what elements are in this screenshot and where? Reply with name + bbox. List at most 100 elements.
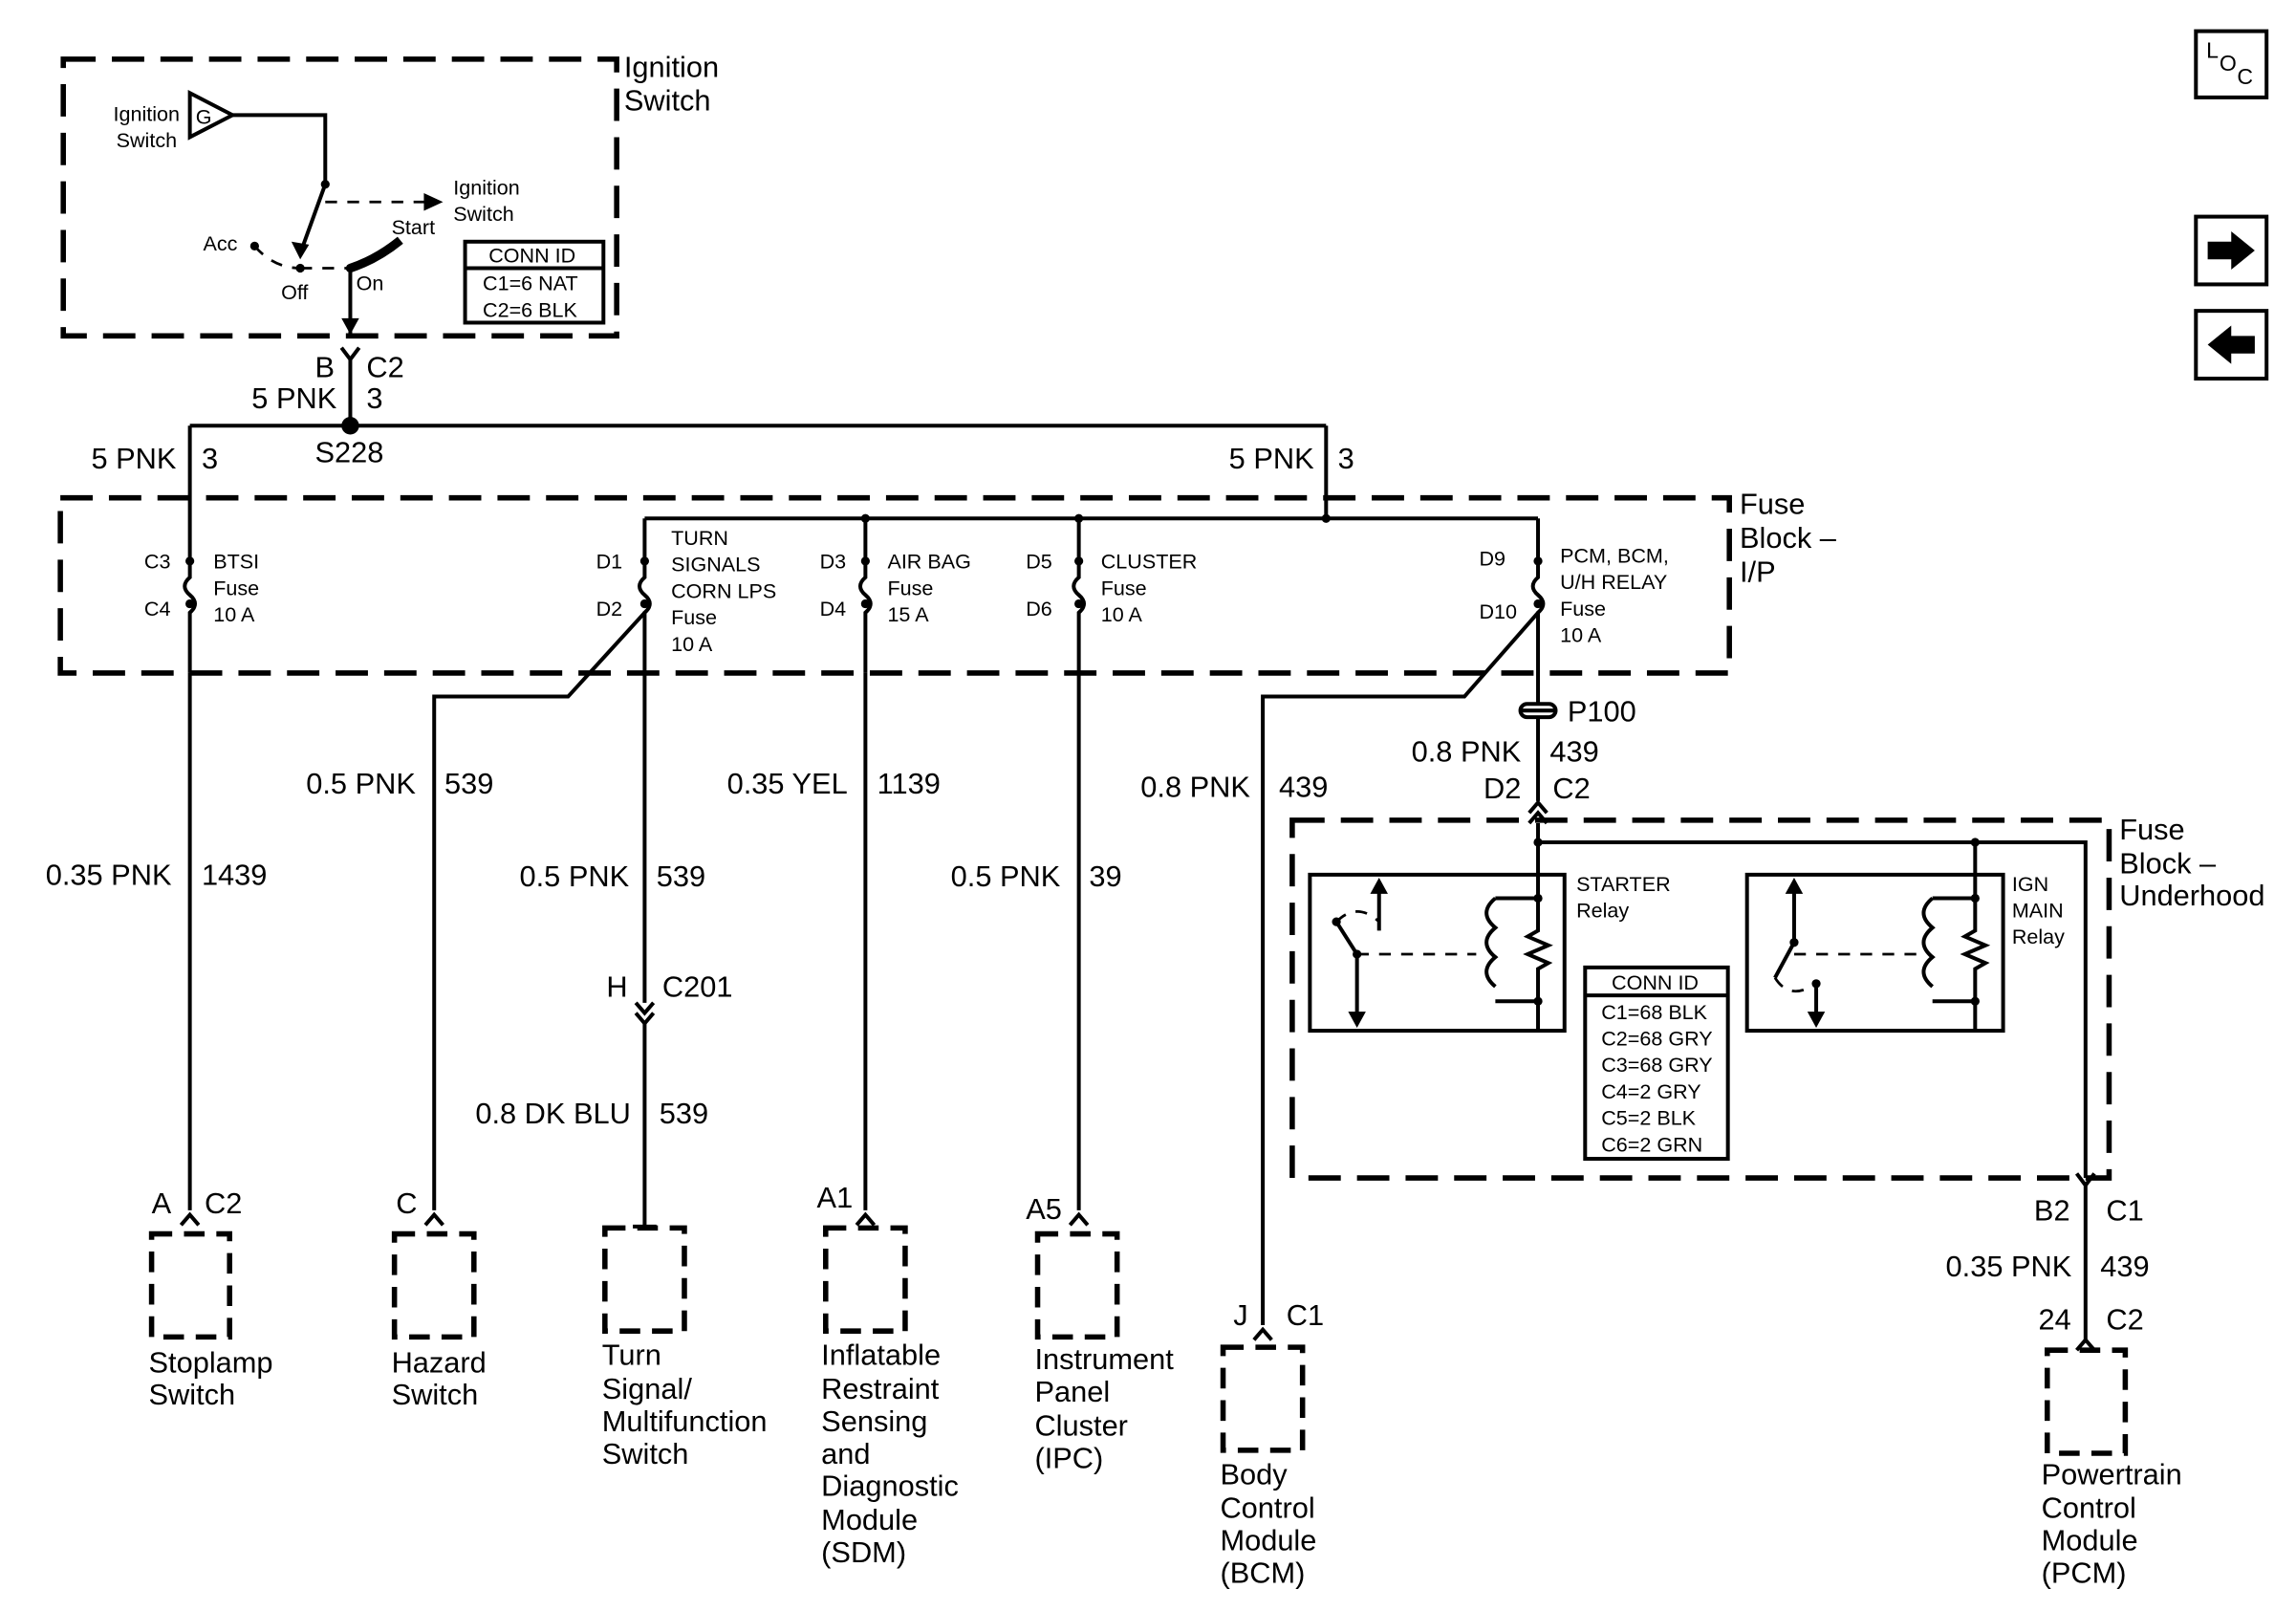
fuse-airbag-name-1: AIR BAG: [887, 550, 970, 574]
loc-button-frame[interactable]: [2194, 29, 2269, 99]
hazard-name-2: Switch: [392, 1378, 479, 1411]
loc-label-main: L: [2206, 37, 2219, 62]
s228-label: S228: [315, 436, 384, 469]
hazard-connector-icon: [423, 1211, 444, 1227]
bcm-name-2: Control: [1220, 1491, 1314, 1525]
starter-relay: STARTER Relay: [1308, 872, 1671, 1034]
fuse-cluster-name-3: 10 A: [1101, 602, 1143, 626]
pcm-name-1: Powertrain: [2042, 1457, 2182, 1491]
ignition-source-triangle-icon: [187, 89, 237, 141]
loc-button[interactable]: L O C: [2194, 29, 2269, 99]
fuse-block-ip-label-1: Fuse: [1740, 488, 1805, 521]
ignition-arrow-label-1: Ignition: [453, 176, 519, 200]
ign-relay-contact-arc: [1773, 976, 1817, 992]
hazard-switch: C Hazard Switch: [392, 1186, 487, 1411]
bcm-connector-icon: [1252, 1326, 1273, 1341]
fuse-airbag-name-2: Fuse: [887, 576, 933, 599]
underhood-conn-id-4: C4=2 GRY: [1601, 1079, 1700, 1103]
loc-label-sub1: O: [2220, 51, 2237, 76]
pcm-wire-label: 0.35 PNK: [1946, 1250, 2072, 1283]
ipc-name-2: Panel: [1034, 1375, 1110, 1408]
fuse-btsi-out: C4: [144, 597, 171, 620]
starter-relay-bottom-arrowhead-icon: [1348, 1012, 1366, 1029]
starter-relay-box: [1308, 872, 1567, 1034]
ign-relay-resistor-icon: [1960, 898, 1991, 1002]
hazard-wire-label: 0.5 PNK: [306, 767, 416, 800]
ign-relay-contact-blade: [1773, 941, 1796, 979]
ign-relay-coil-dot-bottom: [1970, 996, 1980, 1006]
fuse-cluster: D5 D6 CLUSTER Fuse 10 A: [1026, 518, 1197, 673]
underhood-internal-bus: [1536, 822, 2088, 1179]
fuse-airbag-out-dot: [860, 599, 870, 609]
prev-page-button[interactable]: [2194, 309, 2269, 381]
sdm-body: [823, 1225, 908, 1334]
fuse-turn-name-5: 10 A: [671, 632, 713, 656]
fuse-block-underhood-boundary: [1289, 817, 2112, 1181]
main-feed-section: B C2 5 PNK 3 S228 5 PNK 3 5 PNK 3: [91, 346, 1354, 561]
p100-wire-circuit: 439: [1549, 734, 1598, 768]
underhood-conn-id-6: C6=2 GRN: [1601, 1132, 1702, 1156]
pcm-name-4: (PCM): [2042, 1556, 2127, 1589]
turn-lower-wire-circuit: 539: [660, 1097, 708, 1130]
hazard-body: [391, 1230, 477, 1340]
underhood-out-connector-icon: [2074, 1172, 2096, 1340]
ign-relay-label-1: IGN: [2012, 872, 2048, 896]
pcm-conn: C2: [2106, 1303, 2143, 1337]
fuse-cluster-in-dot: [1074, 556, 1084, 566]
underhood-bus-junction-1: [1533, 838, 1543, 847]
ipc-pin: A5: [1026, 1192, 1062, 1226]
pcm-module: 24 C2 Powertrain Control Module (PCM): [2039, 1303, 2182, 1590]
turn-signal-body: [602, 1225, 687, 1334]
fuse-cluster-in: D5: [1026, 550, 1052, 574]
fuse-block-ip-label-3: I/P: [1740, 555, 1776, 588]
bcm-name-4: (BCM): [1220, 1556, 1305, 1589]
ignition-switch-boundary: [60, 56, 619, 339]
start-contact-segment: [348, 236, 403, 272]
ignition-source-label-2: Switch: [117, 128, 177, 152]
acc-off-arc: [253, 245, 301, 270]
fuse-block-ip-label-2: Block –: [1740, 521, 1837, 555]
fuse-pcm-in-dot: [1533, 556, 1543, 566]
pos-start-label: Start: [392, 215, 436, 239]
hazard-name-1: Hazard: [392, 1345, 487, 1379]
turn-signal-name-4: Switch: [602, 1437, 689, 1470]
underhood-conn-id-1: C1=68 BLK: [1601, 1000, 1707, 1024]
underhood-out-pin: B2: [2034, 1194, 2070, 1228]
ign-relay-top-arrowhead-icon: [1785, 877, 1804, 894]
underhood-out-conn: C1: [2106, 1194, 2143, 1228]
ipc-name-3: Cluster: [1034, 1409, 1128, 1443]
ignition-conn-id-title: CONN ID: [488, 243, 575, 267]
c2-connector-symbol-icon: [339, 346, 361, 363]
right-feed-wire: 5 PNK: [1229, 442, 1314, 475]
stoplamp-body: [148, 1230, 232, 1340]
stoplamp-name-1: Stoplamp: [149, 1345, 273, 1379]
fuse-turn-name-1: TURN: [671, 526, 728, 550]
next-page-button[interactable]: [2194, 214, 2269, 287]
fuse-turn-in: D1: [596, 550, 623, 574]
stoplamp-wire-circuit: 1439: [202, 859, 267, 892]
hazard-wire-circuit: 539: [444, 767, 493, 800]
fuse-btsi-in: C3: [144, 550, 171, 574]
stoplamp-connector-icon: [179, 1211, 201, 1227]
fuse-cluster-out-dot: [1074, 599, 1084, 609]
sdm-name-1: Inflatable: [821, 1339, 941, 1372]
fuse-btsi-name-1: BTSI: [213, 550, 259, 574]
starter-relay-top-arrowhead-icon: [1370, 877, 1388, 894]
underhood-conn-id-5: C5=2 BLK: [1601, 1106, 1696, 1130]
starter-relay-resistor-icon: [1523, 898, 1553, 1002]
ign-relay-coil-dot-top: [1970, 893, 1980, 903]
fuse-btsi-name-3: 10 A: [213, 602, 255, 626]
ignition-conn-id-c1: C1=6 NAT: [483, 272, 578, 295]
c201-pin: H: [606, 970, 627, 1004]
left-feed-wire: 5 PNK: [91, 442, 176, 475]
turn-signal-name-3: Multifunction: [602, 1404, 768, 1438]
fuse-pcm-bcm-relay: D9 D10 PCM, BCM, U/H RELAY Fuse 10 A: [1479, 518, 1669, 705]
sdm-pin: A1: [817, 1181, 854, 1214]
ignition-feed-wire: [232, 113, 328, 185]
fuse-airbag-out: D4: [820, 597, 847, 620]
underhood-conn-id-2: C2=68 GRY: [1601, 1026, 1712, 1050]
bcm-name-1: Body: [1220, 1457, 1288, 1491]
pos-acc-label: Acc: [203, 231, 237, 255]
p100-label: P100: [1568, 695, 1636, 729]
fuse-cluster-name-1: CLUSTER: [1101, 550, 1198, 574]
